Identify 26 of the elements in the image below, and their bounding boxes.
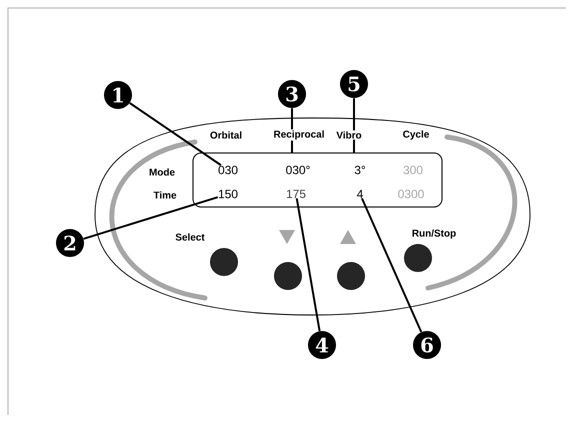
- display-value: 4: [356, 190, 363, 198]
- display-value: 300: [403, 166, 423, 174]
- panel-label: Run/Stop: [410, 228, 458, 240]
- leader-line: [296, 198, 321, 332]
- panel-label: Time: [152, 190, 178, 200]
- panel-label: Vibro: [335, 130, 363, 140]
- display-value: 150: [218, 190, 238, 198]
- callout-number: 3: [278, 80, 306, 108]
- leader-line: [361, 198, 422, 332]
- callout-number: 5: [340, 70, 368, 98]
- panel-label: Cycle: [402, 129, 430, 141]
- panel-label: Orbital: [208, 130, 244, 140]
- display-value: 175: [286, 190, 306, 198]
- display-value: 030°: [286, 166, 310, 174]
- display-value: 3°: [354, 166, 365, 174]
- callout-number: 4: [308, 331, 336, 359]
- panel-label: Select: [174, 232, 206, 242]
- panel-label: Mode: [148, 167, 176, 177]
- display-screen: [192, 152, 442, 208]
- callout-number: 2: [56, 229, 84, 257]
- display-value: 0300: [398, 190, 424, 198]
- panel-label: Reciprocal: [272, 129, 326, 141]
- callout-number: 1: [104, 81, 132, 109]
- display-value: 030: [218, 166, 238, 174]
- callout-number: 6: [413, 331, 441, 359]
- leader-line: [129, 102, 222, 166]
